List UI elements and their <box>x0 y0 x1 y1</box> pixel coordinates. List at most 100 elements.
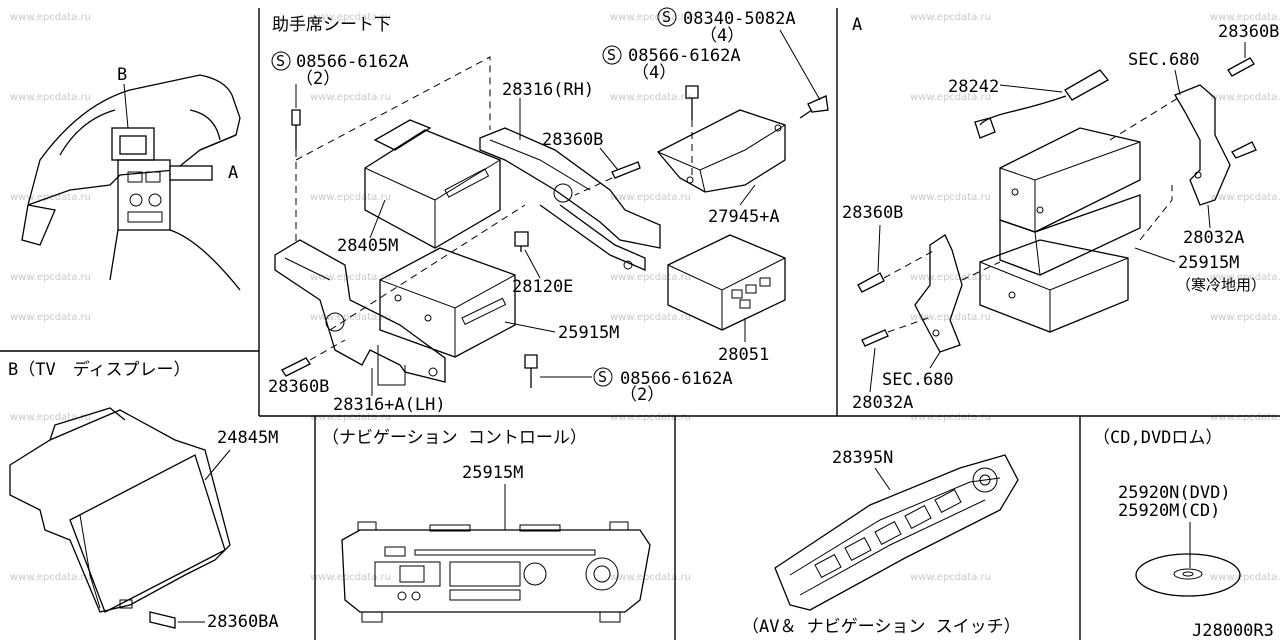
console-knob <box>148 193 162 207</box>
part-25915m-3: 25915M <box>462 463 523 483</box>
dashboard-outline <box>27 74 241 206</box>
display-callout-b <box>111 127 155 161</box>
part-08566-top-qty: （2） <box>296 69 340 89</box>
leader-line <box>524 249 541 279</box>
screw-hole <box>394 294 402 302</box>
disc-icon <box>1135 553 1241 597</box>
watermark: www.epcdata.ru <box>10 572 91 583</box>
watermark: www.epcdata.ru <box>1210 272 1280 283</box>
leader-line <box>929 351 941 369</box>
lower-bracket <box>914 234 963 353</box>
bracket-rh <box>479 127 661 249</box>
navi-control-assembly: （ナビゲーション コントロール） 25915M <box>322 428 651 623</box>
dashed-guide <box>574 177 613 196</box>
diagram-code: J28000R3 <box>1192 621 1274 640</box>
av-switch-edge <box>799 499 986 596</box>
screw-icon <box>1227 57 1255 77</box>
bracket-arm <box>539 204 646 271</box>
antenna-icon <box>1064 69 1109 101</box>
part-28120e: 28120E <box>512 277 573 297</box>
dash-line <box>59 109 116 156</box>
cover-27945 <box>656 109 786 193</box>
watermark: www.epcdata.ru <box>910 12 991 23</box>
unit-upper <box>999 127 1141 233</box>
watermark: www.epcdata.ru <box>610 92 691 103</box>
part-28316-rh: 28316(RH) <box>502 80 594 100</box>
section-title-passenger-seat: 助手席シート下 <box>272 15 391 35</box>
leader-line <box>369 199 386 239</box>
display-screen <box>119 135 147 155</box>
section-title-a: A <box>852 15 862 35</box>
unit-25915m <box>379 247 516 358</box>
callout-a-box <box>169 165 213 181</box>
bracket-hole <box>325 312 345 332</box>
section-title-b: B（TV ディスプレー） <box>8 359 191 380</box>
navi-joystick-center <box>593 565 611 583</box>
leader-line <box>1134 247 1176 263</box>
dash-line <box>169 229 241 291</box>
unit-edges <box>979 257 1129 332</box>
panel-clip <box>519 524 561 532</box>
dashed-guide <box>295 56 491 161</box>
av-button <box>814 553 842 579</box>
watermark: www.epcdata.ru <box>310 312 391 323</box>
bolt-symbol-letter: S <box>662 8 671 26</box>
bolt-symbol-letter: S <box>276 52 285 70</box>
under-seat-assembly: 助手席シート下 S 08566-6162A （2） 28316(RH) 2836… <box>268 7 829 415</box>
watermark: www.epcdata.ru <box>310 412 391 423</box>
console-button <box>145 171 161 183</box>
part-27945a: 27945+A <box>708 207 780 227</box>
panel-clip <box>357 521 377 531</box>
watermark: www.epcdata.ru <box>1210 192 1280 203</box>
av-switch-assembly: 28395N （AV＆ ナビゲーション スイッチ） <box>742 448 1021 637</box>
disc-hub <box>1173 568 1203 580</box>
leader-line <box>877 224 881 273</box>
part-25915m-2: 25915M <box>1178 253 1239 273</box>
watermark: www.epcdata.ru <box>910 272 991 283</box>
leader-line <box>869 347 876 393</box>
screw-icon <box>611 161 641 179</box>
part-08566-mid: 08566-6162A <box>628 46 741 66</box>
watermark: www.epcdata.ru <box>1210 92 1280 103</box>
center-console <box>117 159 171 231</box>
av-button <box>844 536 872 562</box>
bracket-detail <box>489 139 591 191</box>
part-28242: 28242 <box>948 77 999 97</box>
grommet-icon <box>514 231 529 252</box>
panel-clip <box>429 524 471 532</box>
watermark: www.epcdata.ru <box>910 572 991 583</box>
part-08566-bot-qty: （2） <box>620 385 664 405</box>
watermark: www.epcdata.ru <box>10 412 91 423</box>
part-28360ba: 28360BA <box>207 612 279 632</box>
antenna-connector <box>974 117 996 139</box>
watermark: www.epcdata.ru <box>310 12 391 23</box>
av-button <box>904 504 932 530</box>
part-08340-qty: （4） <box>700 26 744 46</box>
dashed-guide <box>1109 97 1179 141</box>
bracket-hole <box>932 329 940 337</box>
av-switch-edge <box>789 477 1001 576</box>
dashboard-overview: B A <box>21 65 241 291</box>
dash-line <box>189 109 221 141</box>
unit-slot <box>461 297 507 325</box>
bracket-hole <box>553 183 573 203</box>
section-a-assembly: A 28242 SEC.680 28360B 28032A 2591 <box>842 15 1279 413</box>
panel-grid <box>0 8 1280 640</box>
part-24845m: 24845M <box>217 428 278 448</box>
part-28360b-2: 28360B <box>268 377 329 397</box>
part-28032a-2: 28032A <box>852 393 913 413</box>
bracket-hole <box>623 260 633 270</box>
leader-line <box>1174 69 1181 96</box>
leader-line <box>999 84 1063 93</box>
bolt-icon <box>291 109 301 150</box>
tv-display-screen <box>69 454 226 613</box>
navi-button-row <box>449 589 521 601</box>
dashboard-end <box>21 204 56 246</box>
navi-button-block <box>374 561 441 587</box>
leader-line <box>504 321 556 333</box>
part-28051: 28051 <box>718 345 769 365</box>
watermark: www.epcdata.ru <box>610 12 691 23</box>
unit-28405m <box>364 129 501 249</box>
bracket-hole <box>428 367 438 377</box>
tv-display-top <box>49 407 126 441</box>
